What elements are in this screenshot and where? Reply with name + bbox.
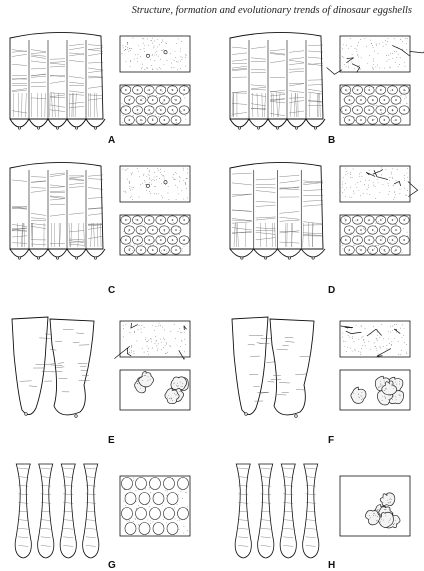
tangential-section-b [340, 85, 410, 125]
tangential-section-h [340, 476, 410, 536]
tangential-section-a [120, 85, 190, 125]
shell-cross-section-b [230, 32, 325, 129]
figure-panel-g [8, 460, 198, 570]
surface-view-c [120, 166, 190, 202]
tangential-section-d [340, 215, 410, 255]
panel-g-drawing [8, 460, 198, 570]
panel-c-drawing [8, 160, 198, 270]
panel-label-g: G [108, 560, 116, 571]
tangential-section-e [120, 370, 190, 410]
panel-h-drawing [228, 460, 418, 570]
panel-label-f: F [328, 435, 334, 446]
panel-label-a: A [108, 135, 115, 146]
panel-f-drawing [228, 315, 418, 425]
running-header: Structure, formation and evolutionary tr… [132, 5, 412, 16]
tangential-section-g [120, 476, 190, 536]
panel-label-h: H [328, 560, 335, 571]
surface-view-f [340, 321, 410, 357]
panel-b-drawing [228, 30, 418, 140]
panel-label-b: B [328, 135, 335, 146]
panel-label-d: D [328, 285, 335, 296]
figure-panel-h [228, 460, 418, 570]
panel-label-c: C [108, 285, 115, 296]
surface-view-d [340, 166, 418, 202]
surface-view-e [114, 321, 190, 359]
shell-cross-section-c [10, 162, 105, 259]
figure-panel-d [228, 160, 418, 270]
figure-panel-f [228, 315, 418, 425]
figure-panel-b [228, 30, 418, 140]
shell-cross-section-g [15, 464, 99, 558]
figure-panel-a [8, 30, 198, 140]
shell-cross-section-d [230, 162, 325, 259]
tangential-section-c [120, 215, 190, 255]
panel-label-e: E [108, 435, 115, 446]
shell-cross-section-h [235, 464, 319, 558]
shell-cross-section-a [10, 32, 105, 129]
shell-cross-section-f [232, 317, 314, 417]
panel-d-drawing [228, 160, 418, 270]
tangential-section-f [340, 370, 410, 410]
panel-e-drawing [8, 315, 198, 425]
surface-view-a [120, 36, 190, 72]
surface-view-b [327, 36, 424, 74]
figure-panel-c [8, 160, 198, 270]
shell-cross-section-e [12, 317, 94, 417]
panel-a-drawing [8, 30, 198, 140]
figure-panel-e [8, 315, 198, 425]
